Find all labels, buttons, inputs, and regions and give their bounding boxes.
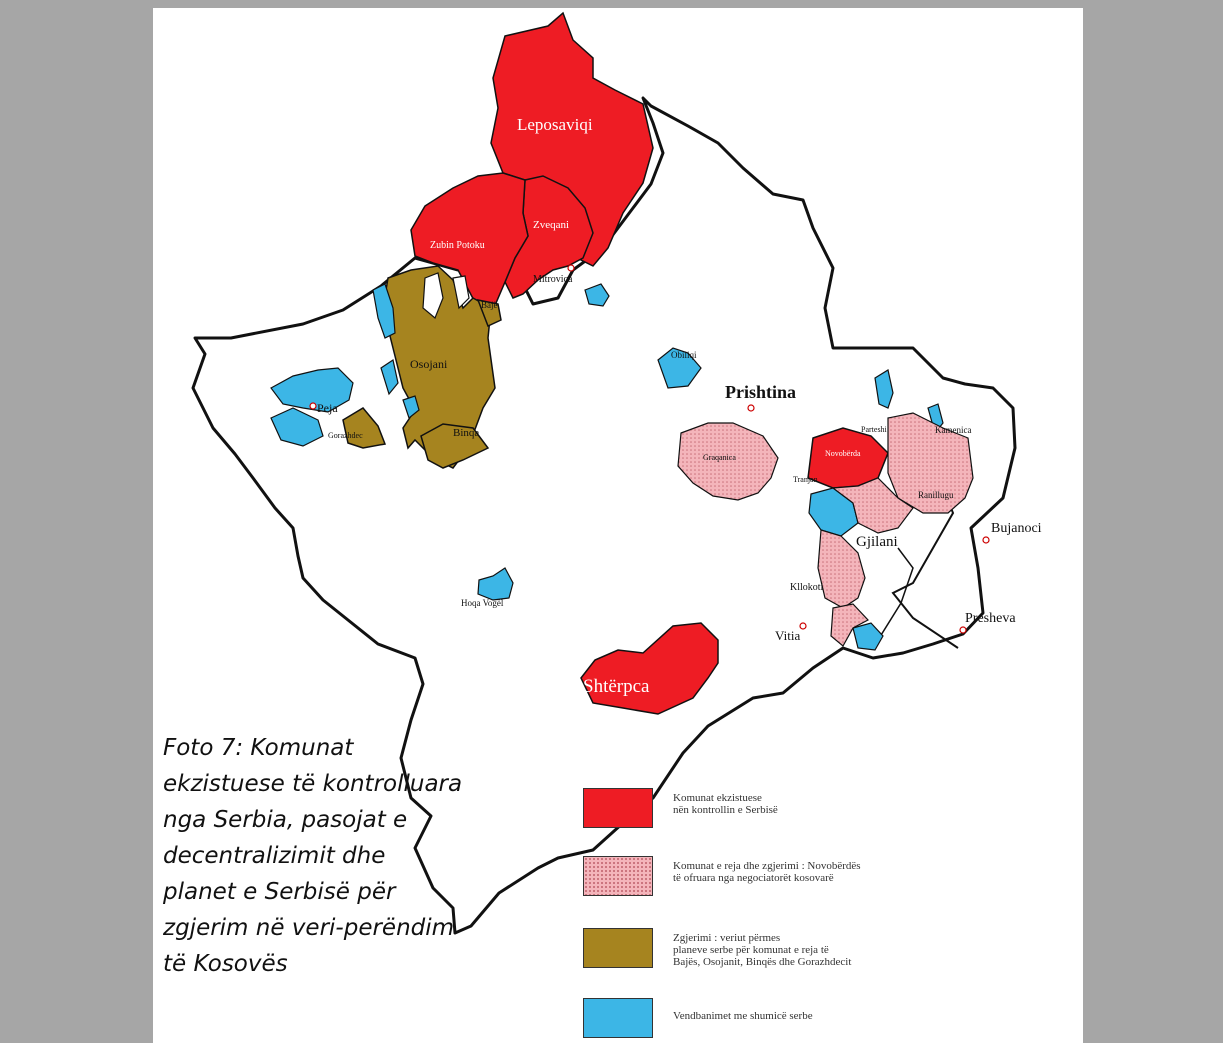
region-vitia-new [830, 603, 869, 647]
label-presheva: Presheva [965, 611, 1016, 626]
legend-text: Komunat e reja dhe zgjerimi : Novobërdës… [673, 860, 861, 884]
legend-text: Zgjerimi : veriut përmes planeve serbe p… [673, 932, 852, 968]
label-ranillug: Ranillugu [918, 490, 954, 500]
settlement-blue-3 [380, 359, 399, 396]
legend-swatch-olive [583, 928, 653, 968]
settlement-peja-area [270, 367, 354, 413]
marker-prishtina [747, 404, 755, 412]
region-shterpca [580, 622, 719, 715]
right-margin [1083, 0, 1223, 1043]
legend-item-enlargement: Zgjerimi : veriut përmes planeve serbe p… [583, 928, 993, 968]
marker-peja [309, 402, 317, 410]
legend-item-serb-settlements: Vendbanimet me shumicë serbe [583, 998, 993, 1038]
left-margin [0, 0, 153, 1043]
label-zubin-potok: Zubin Potoku [430, 240, 485, 251]
settlement-blue-4 [402, 395, 420, 420]
label-leposaviq: Leposaviqi [517, 115, 593, 134]
region-graqanica [677, 422, 779, 501]
hole-osojani-2 [452, 275, 470, 310]
label-obiliqi: Obiliqi [671, 350, 697, 360]
legend-text: Vendbanimet me shumicë serbe [673, 1010, 813, 1022]
label-tranjan: Tranjan [793, 475, 818, 484]
marker-bujanoci [982, 536, 990, 544]
settlement-blue-1 [372, 283, 396, 339]
label-graqanica: Graqanica [703, 453, 736, 462]
marker-mitrovica [567, 264, 575, 272]
label-prishtina: Prishtina [725, 382, 796, 402]
settlement-blue-2 [270, 407, 324, 447]
label-mitrovica: Mitrovica [533, 274, 573, 285]
label-kllokoti: Kllokoti [790, 582, 824, 593]
settlement-vitia-south [852, 622, 884, 651]
label-binqa: Binqa [453, 427, 479, 439]
legend-item-new-municipalities: Komunat e reja dhe zgjerimi : Novobërdës… [583, 856, 993, 896]
region-kllokoti [817, 529, 866, 609]
label-novoberda: Novobërda [825, 449, 861, 458]
label-partesh: Parteshi [861, 425, 888, 434]
region-zubin-potok [410, 172, 529, 311]
label-zvecani: Zveqani [533, 219, 569, 231]
marker-presheva [959, 626, 967, 634]
settlement-obiliqi [657, 347, 702, 389]
region-binqa [420, 423, 490, 469]
label-shterpca: Shtërpca [583, 676, 650, 697]
inner-east-line [872, 547, 914, 649]
label-vitia: Vitia [775, 628, 800, 643]
region-partesh [887, 412, 974, 514]
kosovo-map: Leposaviqi Zveqani Zubin Potoku Mitrovic… [191, 11, 1042, 935]
legend-swatch-pink [583, 856, 653, 896]
region-bajs [476, 298, 502, 328]
legend-swatch-blue [583, 998, 653, 1038]
label-bujanoci: Bujanoci [991, 521, 1042, 536]
hole-osojani-1 [422, 272, 444, 319]
legend-item-serbian-controlled: Komunat ekzistuese nën kontrollin e Serb… [583, 788, 993, 828]
region-leposaviq [490, 11, 654, 267]
label-hoqa: Hoqa Vogël [461, 598, 504, 608]
label-osojani: Osojani [410, 357, 448, 371]
legend-text: Komunat ekzistuese nën kontrollin e Serb… [673, 792, 778, 816]
label-gjilani: Gjilani [856, 534, 898, 550]
settlement-mitrovica-north [584, 283, 610, 307]
label-kamenica: Kamenica [935, 425, 971, 435]
label-peja: Peja [317, 401, 338, 415]
settlement-kamenica-north [874, 369, 894, 409]
region-gorazhdec-olive [342, 407, 387, 449]
region-ranillug [831, 477, 914, 534]
map-caption: Foto 7: Komunat ekzistuese të kontrollua… [163, 735, 463, 977]
label-gorazhdec: Gorazhdec [328, 431, 363, 440]
legend-swatch-red [583, 788, 653, 828]
label-bajs: Bajë [481, 300, 498, 310]
settlement-hoqa [477, 567, 514, 601]
marker-vitia [799, 622, 807, 630]
map-canvas: Leposaviqi Zveqani Zubin Potoku Mitrovic… [153, 8, 1083, 1043]
